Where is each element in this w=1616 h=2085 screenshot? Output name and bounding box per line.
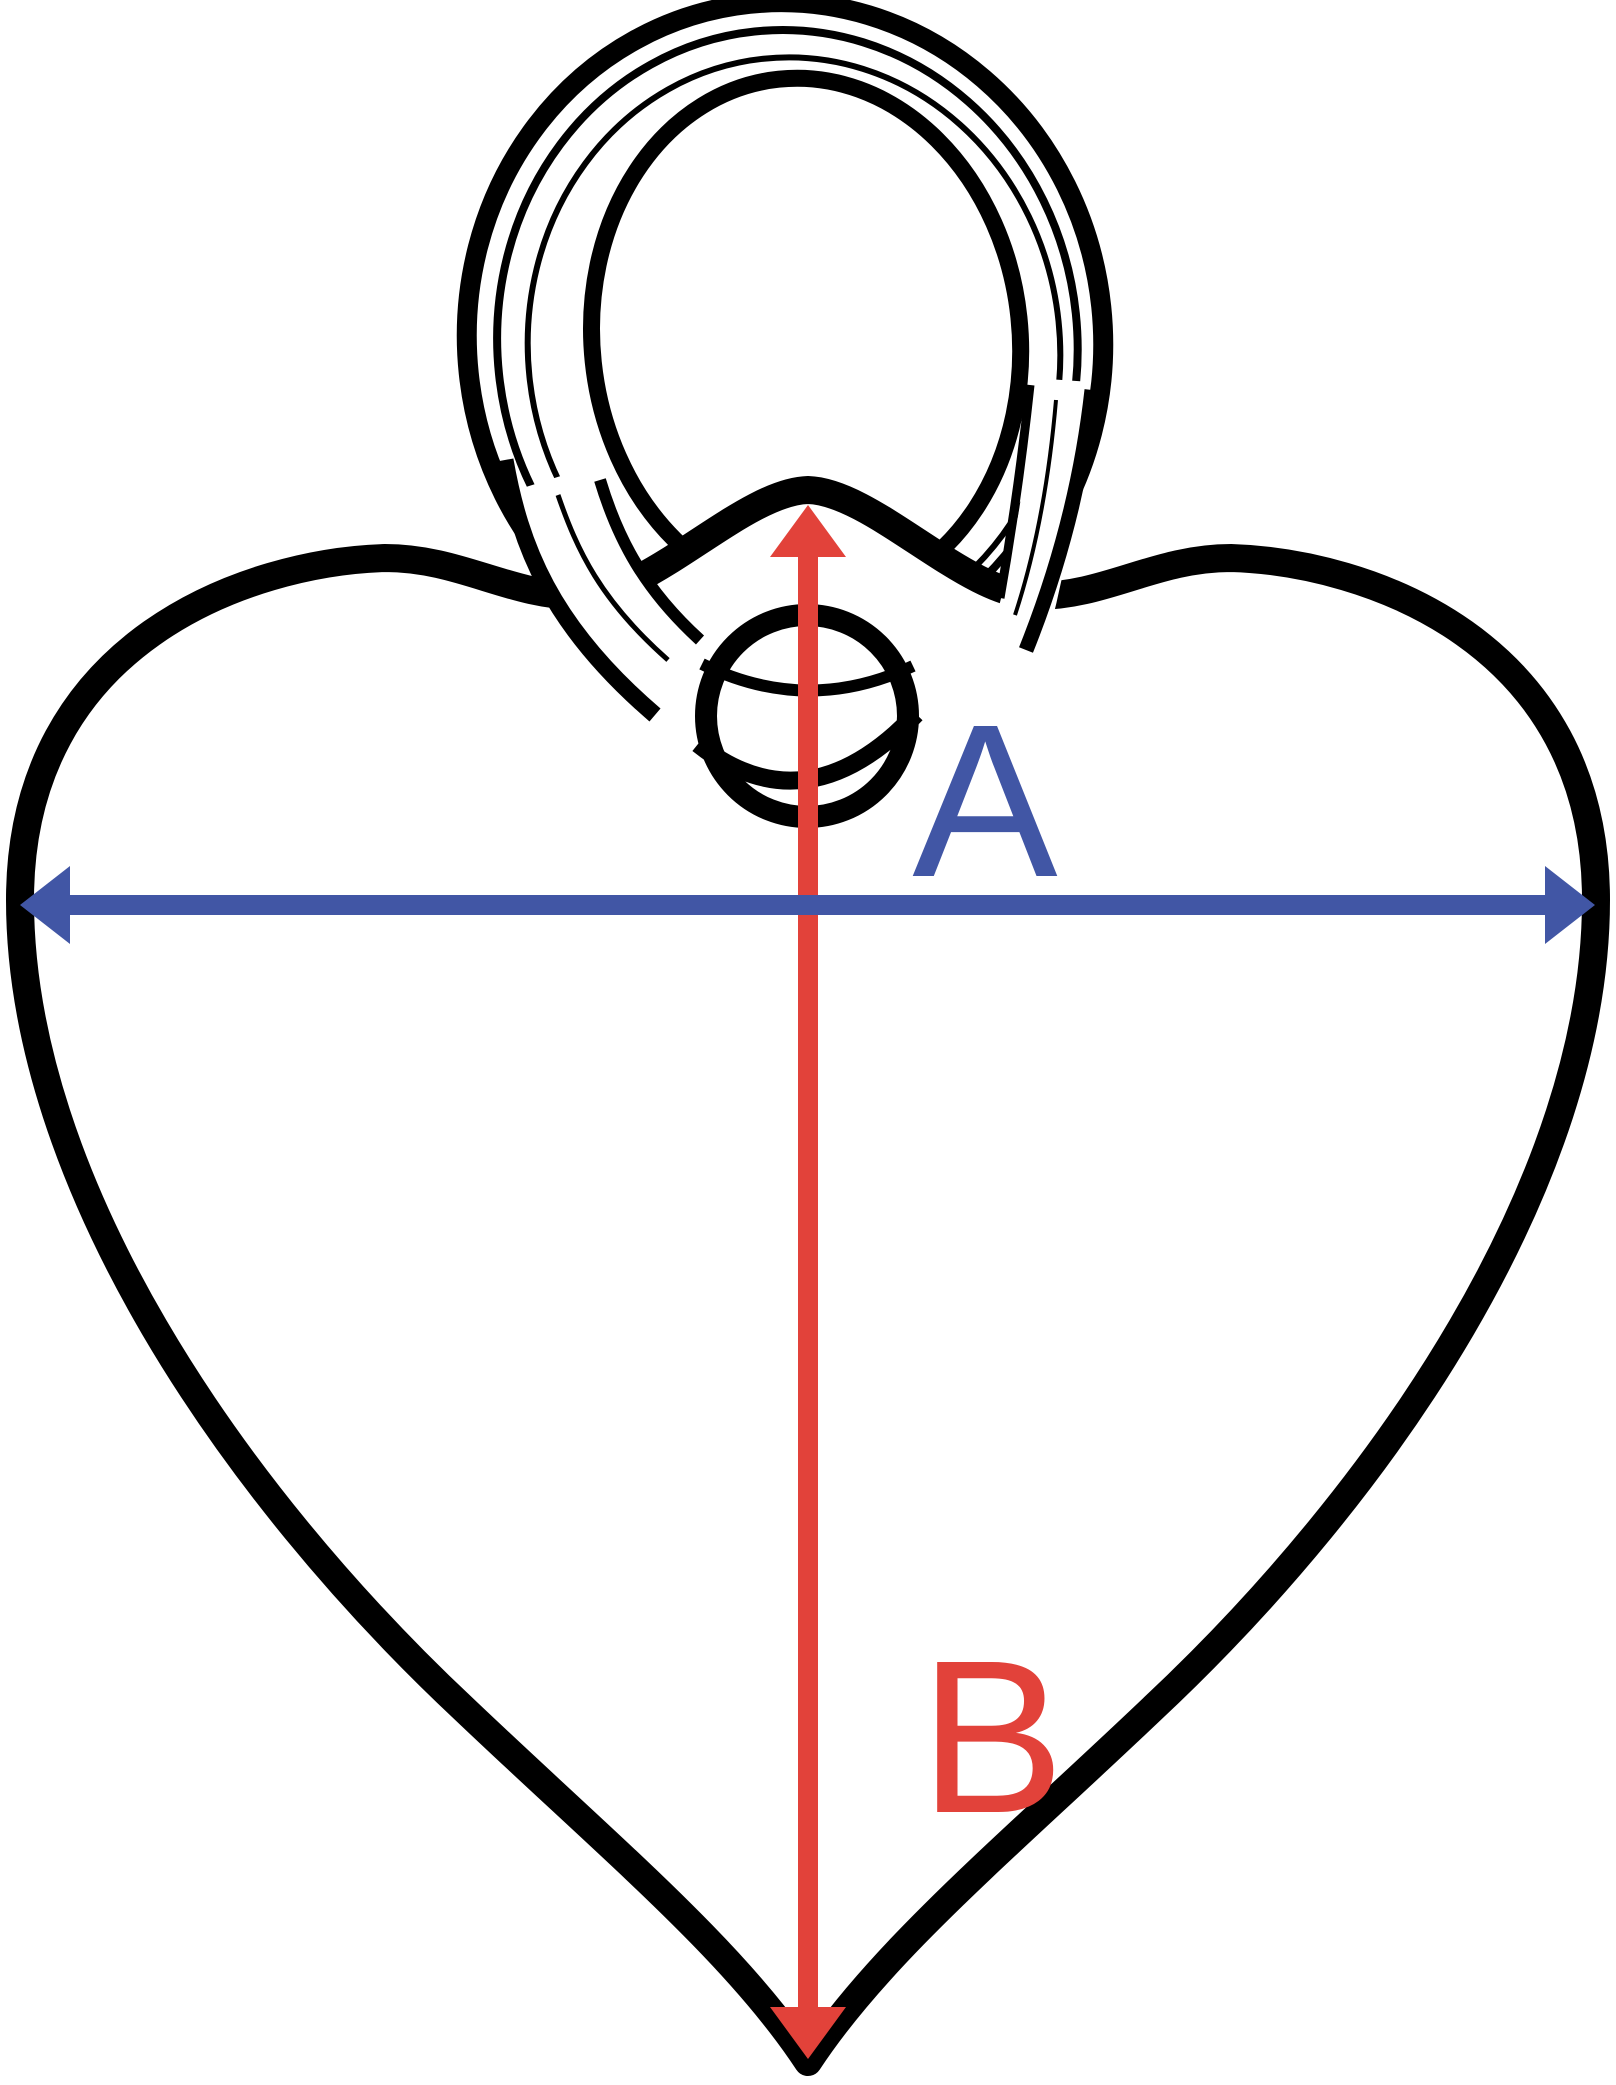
height-arrow-shaft	[798, 545, 818, 2015]
width-label: A	[912, 680, 1057, 923]
strand-sketch-line-right	[1013, 399, 1058, 616]
width-arrow-shaft	[58, 895, 1550, 915]
height-arrow-head-top	[770, 505, 846, 557]
strand-inner-edge-right	[995, 384, 1035, 599]
strand-outer-edge-right	[1019, 389, 1100, 653]
strand-sketch-line-left	[555, 494, 670, 662]
strand-band-left	[506, 466, 714, 721]
height-label: B	[919, 1616, 1064, 1859]
width-arrow-head-right	[1545, 866, 1595, 944]
width-dimension-arrow	[20, 866, 1595, 944]
key-ring-front-strand-right	[995, 378, 1100, 653]
strand-band-right	[995, 378, 1090, 635]
key-ring-front-strand-left	[496, 458, 714, 722]
key-ring-icon	[456, 0, 1114, 688]
width-arrow-head-left	[20, 866, 70, 944]
strand-inner-edge-left	[594, 478, 705, 645]
height-arrow-head-bottom	[770, 2007, 846, 2059]
strand-outer-edge-left	[496, 458, 661, 722]
